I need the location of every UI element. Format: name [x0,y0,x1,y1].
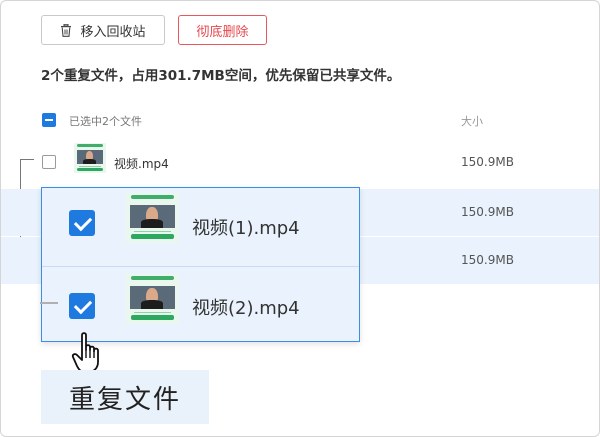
video-thumbnail [126,274,179,324]
video-thumbnail [126,193,179,243]
duplicate-summary: 2个重复文件，占用301.7MB空间，优先保留已共享文件。 [41,68,401,84]
move-to-recycle-bin-label: 移入回收站 [80,24,146,40]
list-header: 已选中2个文件 大小 [1,108,599,132]
tree-connector [20,159,34,160]
video-thumbnail [74,143,106,173]
checked-checkbox[interactable] [69,210,95,236]
permanent-delete-label: 彻底删除 [196,24,249,40]
selected-count: 已选中2个文件 [69,115,142,128]
checked-checkbox[interactable] [69,293,95,319]
tree-connector [40,302,58,304]
hand-cursor-icon [71,332,99,373]
file-name: 视频.mp4 [114,157,169,171]
trash-icon [61,23,72,37]
select-all-checkbox[interactable] [42,113,56,127]
divider [42,266,359,267]
permanent-delete-button[interactable]: 彻底删除 [178,15,267,45]
move-to-recycle-bin-button[interactable]: 移入回收站 [41,15,165,45]
zoomed-selection-callout: 视频(1).mp4 视频(2).mp4 [40,187,360,342]
file-name: 视频(2).mp4 [192,298,300,319]
file-size: 150.9MB [461,205,514,219]
feature-caption: 重复文件 [41,370,209,424]
file-row[interactable]: 视频.mp4 150.9MB [1,139,599,186]
file-size: 150.9MB [461,253,514,267]
file-size: 150.9MB [461,155,514,169]
size-column-header[interactable]: 大小 [461,115,483,128]
row-checkbox[interactable] [42,155,56,169]
file-name: 视频(1).mp4 [192,218,300,239]
